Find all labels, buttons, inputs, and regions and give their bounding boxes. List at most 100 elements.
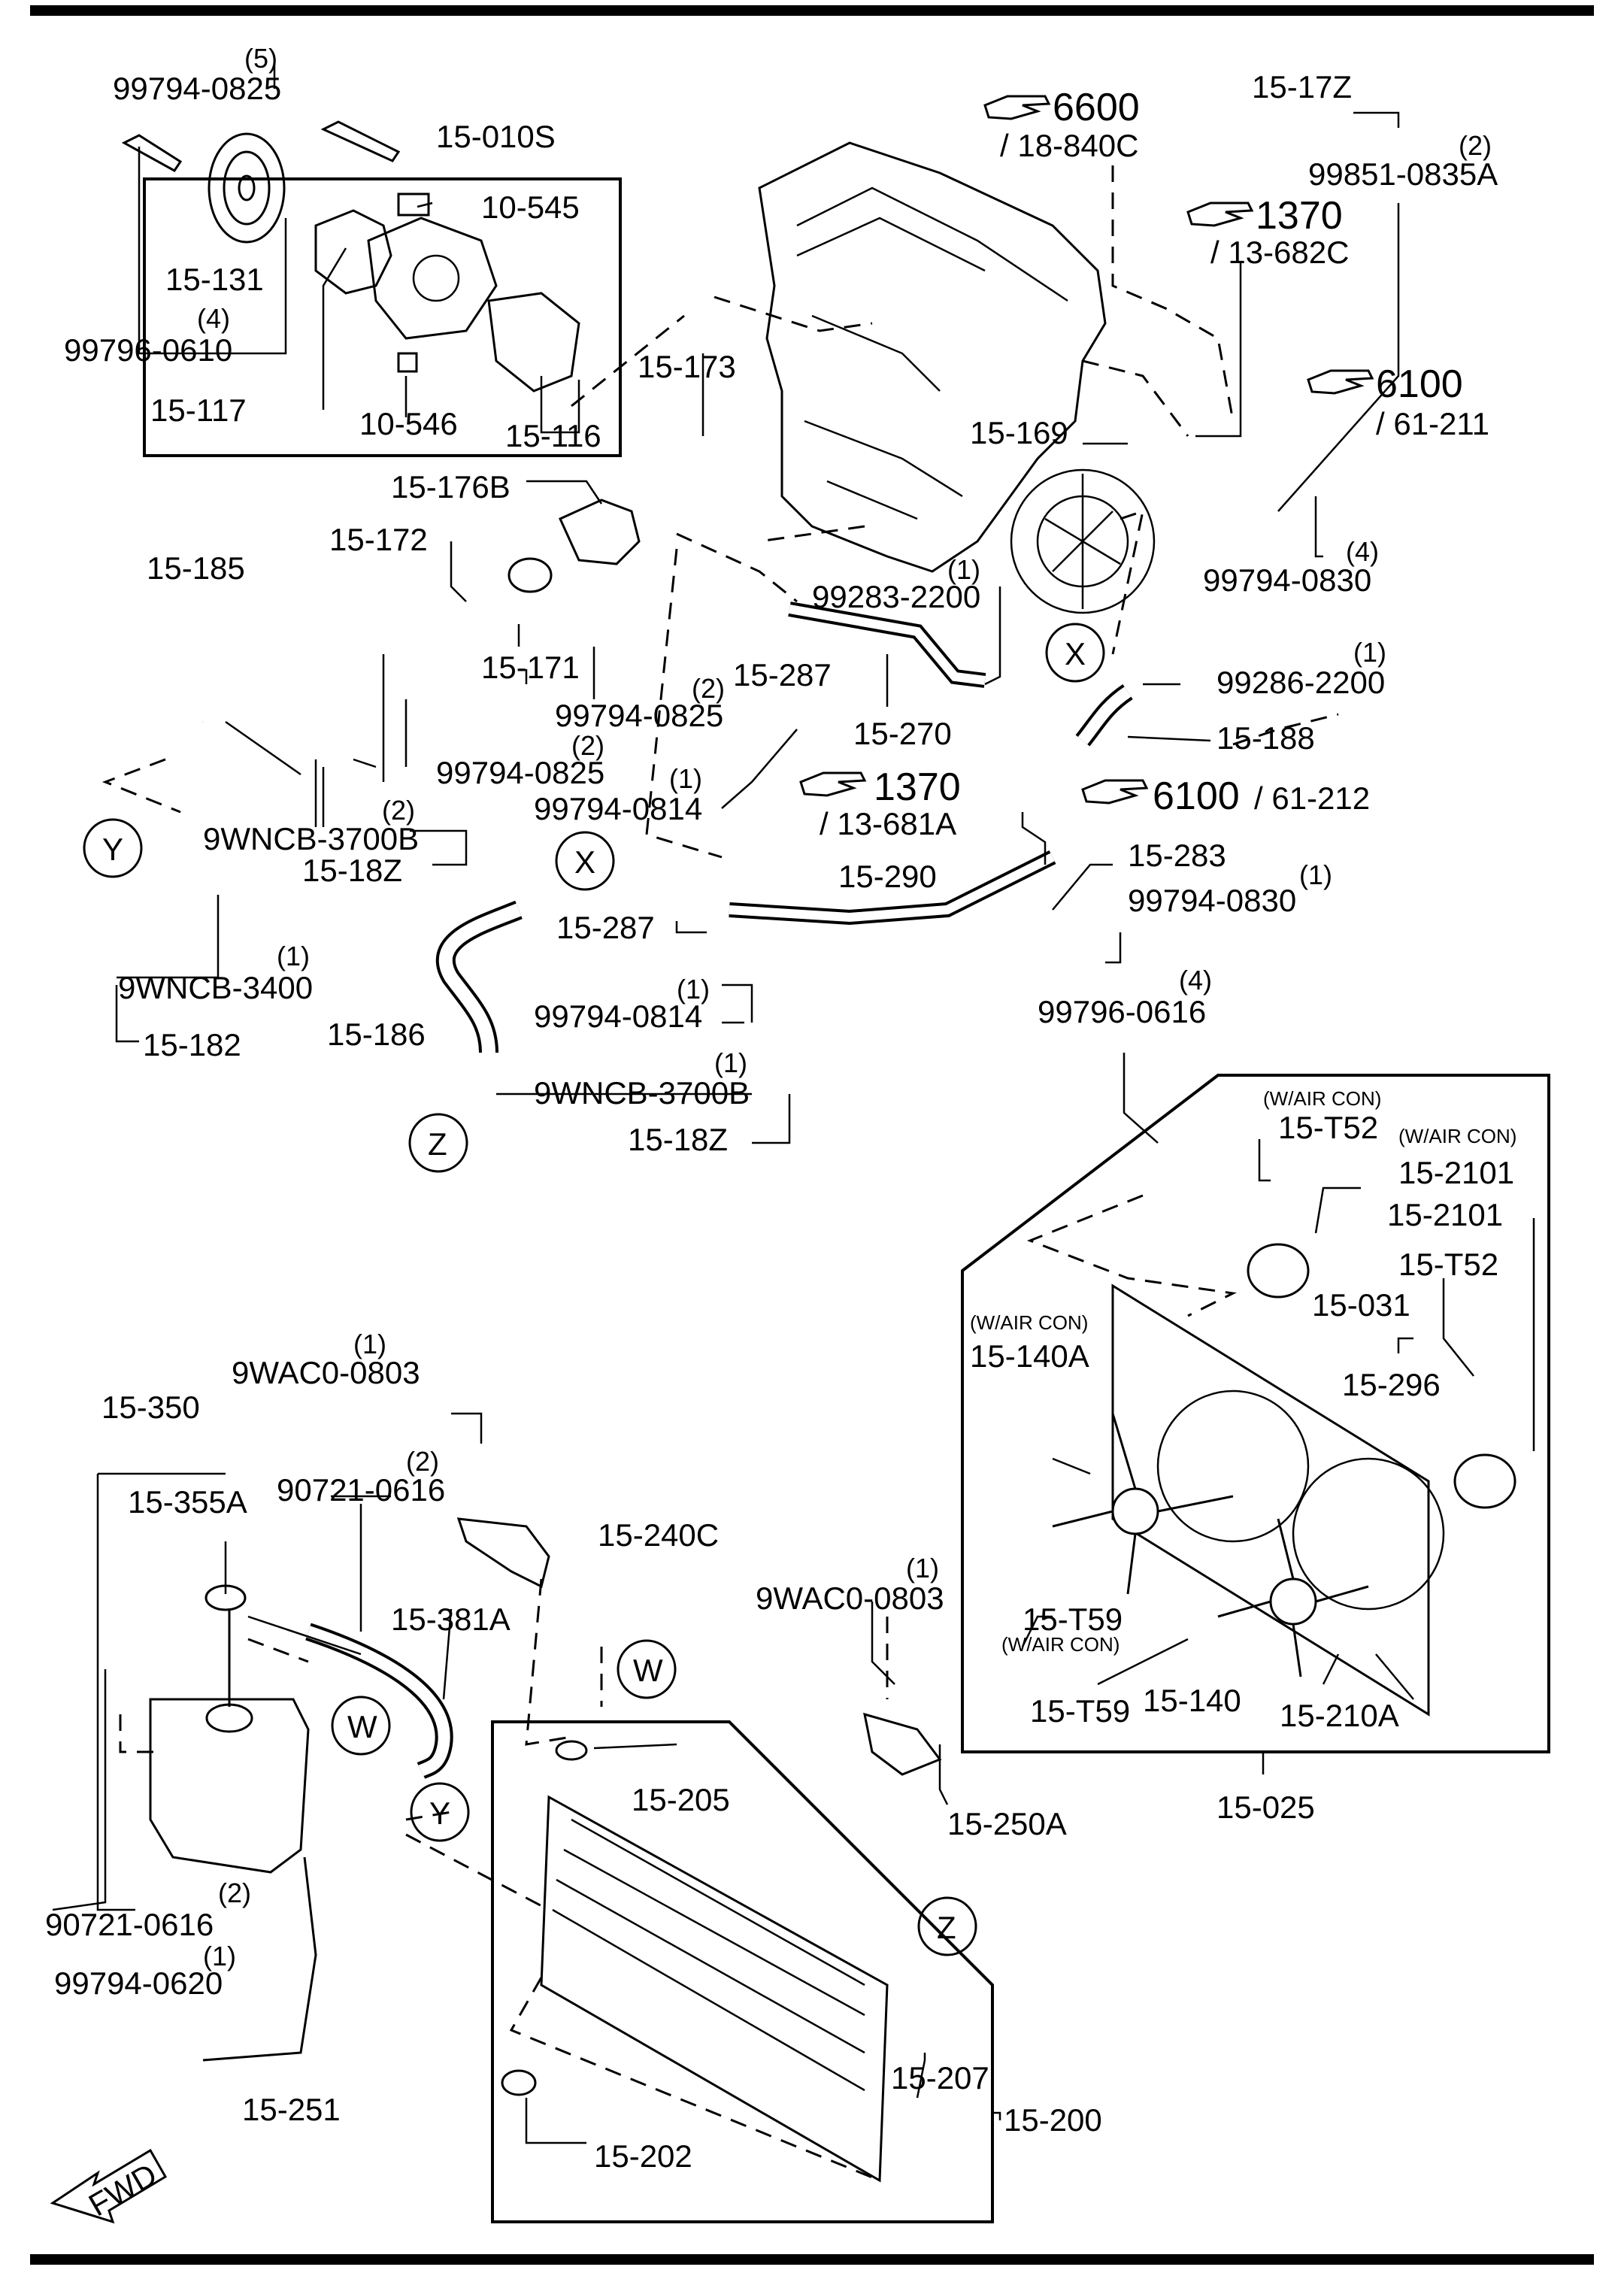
part-number-label: 15-171 <box>481 650 580 685</box>
connector-circle-Z1: Z <box>408 1113 468 1173</box>
connector-circle-X1: X <box>1045 623 1105 683</box>
part-number-label: 99794-0814 <box>534 999 702 1034</box>
qty-label: (1) <box>947 554 980 585</box>
part-number-label: 15-270 <box>853 716 952 751</box>
part-number-label: 15-240C <box>598 1517 719 1553</box>
part-number-label: 15-173 <box>638 349 736 384</box>
part-number-label: 6100 <box>1376 362 1463 406</box>
hose-15-185 <box>199 608 332 726</box>
forward-direction-arrow-icon: FWD <box>50 2148 168 2224</box>
part-number-label: 15-117 <box>150 392 247 428</box>
qty-label: (2) <box>571 730 604 761</box>
drain-plug-15-202 <box>501 2069 537 2096</box>
qty-label: (1) <box>1353 637 1386 668</box>
leader-lines <box>52 62 1535 2144</box>
cap-10-546-shape <box>397 352 418 373</box>
part-number-label: 9WNCB-3400 <box>118 970 313 1005</box>
part-number-label: 15-2101 <box>1387 1197 1503 1232</box>
svg-text:Z: Z <box>428 1126 447 1162</box>
part-number-label: 15-287 <box>556 910 655 945</box>
part-number-label: 15-350 <box>102 1390 200 1425</box>
connector-circle-Y1: Y <box>83 818 143 878</box>
part-number-label: / 18-840C <box>1000 128 1138 163</box>
part-number-label: 15-185 <box>147 550 245 586</box>
fan-blade-15-140A <box>1052 1413 1234 1595</box>
part-number-label: 99283-2200 <box>812 579 980 614</box>
part-number-label: 99794-0825 <box>436 755 604 790</box>
part-number-label: 15-186 <box>327 1017 426 1052</box>
note-label: (W/AIR CON) <box>970 1311 1088 1334</box>
part-number-label: 15-116 <box>505 418 601 453</box>
bracket-15-240C <box>456 1517 550 1589</box>
radiator-assembly-box <box>491 1720 994 2223</box>
part-number-label: 15-290 <box>838 859 937 894</box>
bolt-99796-0610-shape <box>121 134 183 172</box>
hand-pointer-icon <box>1081 779 1149 805</box>
hose-15-186 <box>435 900 523 1053</box>
part-number-label: 1370 <box>874 765 961 809</box>
part-number-label: 15-T59 <box>1023 1602 1123 1637</box>
part-number-label: 15-025 <box>1216 1790 1315 1825</box>
svg-text:Y: Y <box>429 1796 450 1831</box>
connector-circle-Z2: Z <box>917 1896 977 1956</box>
qty-label: (1) <box>677 974 710 1005</box>
water-pump-pulley <box>208 132 286 244</box>
reservoir-cap-15-355A <box>205 1584 247 1707</box>
part-number-label: 9WNCB-3700B <box>534 1075 750 1111</box>
part-number-label: 15-188 <box>1216 720 1315 756</box>
part-number-label: 15-131 <box>165 262 264 297</box>
connector-circle-W2: W <box>331 1696 391 1756</box>
qty-label: (1) <box>353 1329 386 1359</box>
flywheel-shape <box>1010 468 1156 614</box>
qty-label: (1) <box>714 1047 747 1078</box>
part-number-label: 10-546 <box>359 406 458 441</box>
part-number-label: 99796-0616 <box>1038 994 1206 1029</box>
qty-label: (2) <box>218 1877 251 1908</box>
part-number-label: 99796-0610 <box>64 332 232 368</box>
part-number-label: 15-18Z <box>628 1122 728 1157</box>
qty-label: (4) <box>1346 536 1379 567</box>
svg-text:W: W <box>347 1709 377 1744</box>
reservoir-bracket-15-251 <box>202 1856 317 2062</box>
pipe-15-270 <box>788 602 986 688</box>
part-number-label: 6100 <box>1153 774 1240 818</box>
hand-pointer-icon <box>983 95 1051 120</box>
thermostat-housing <box>559 499 641 565</box>
part-number-label: 15-355A <box>128 1484 247 1520</box>
part-number-label: 15-296 <box>1342 1367 1441 1402</box>
part-number-label: 9WNCB-3700B <box>203 821 419 856</box>
part-number-label: 15-140 <box>1143 1683 1241 1718</box>
qty-label: (2) <box>1459 130 1492 161</box>
part-number-label: 15-T59 <box>1030 1693 1130 1729</box>
qty-label: (2) <box>382 795 415 826</box>
part-number-label: 15-202 <box>594 2138 692 2174</box>
qty-label: (2) <box>406 1446 439 1477</box>
connector-circle-X2: X <box>555 831 615 891</box>
part-number-label: 15-T52 <box>1398 1247 1498 1282</box>
part-number-label: / 13-682C <box>1210 235 1349 270</box>
part-number-label: 99794-0830 <box>1203 562 1371 598</box>
svg-text:X: X <box>1065 636 1086 671</box>
qty-label: (4) <box>1179 965 1212 996</box>
dashed-connection-lines <box>102 165 1339 2182</box>
water-pump-body <box>314 209 498 340</box>
part-number-label: 15-251 <box>242 2092 341 2127</box>
part-number-label: 15-17Z <box>1252 69 1352 105</box>
part-number-label: 15-250A <box>947 1806 1067 1841</box>
hand-pointer-icon <box>1307 369 1374 395</box>
fan-blade-15-140 <box>1217 1518 1369 1677</box>
water-pump-assembly-box <box>143 177 622 457</box>
note-label: (W/AIR CON) <box>1001 1633 1120 1656</box>
part-number-label: 15-2101 <box>1398 1155 1514 1190</box>
connector-circle-W1: W <box>617 1639 677 1699</box>
svg-text:X: X <box>574 844 595 880</box>
water-pump-gasket <box>487 292 580 392</box>
part-number-label: 15-140A <box>970 1338 1089 1374</box>
fan-motor-15-2101b <box>1453 1453 1516 1509</box>
note-label: (W/AIR CON) <box>1263 1087 1381 1110</box>
part-number-label: 15-18Z <box>302 853 402 888</box>
radiator-core <box>540 1795 889 2183</box>
part-number-label: 99794-0825 <box>113 71 281 106</box>
fan-shroud-assembly-box <box>961 1074 1550 1753</box>
